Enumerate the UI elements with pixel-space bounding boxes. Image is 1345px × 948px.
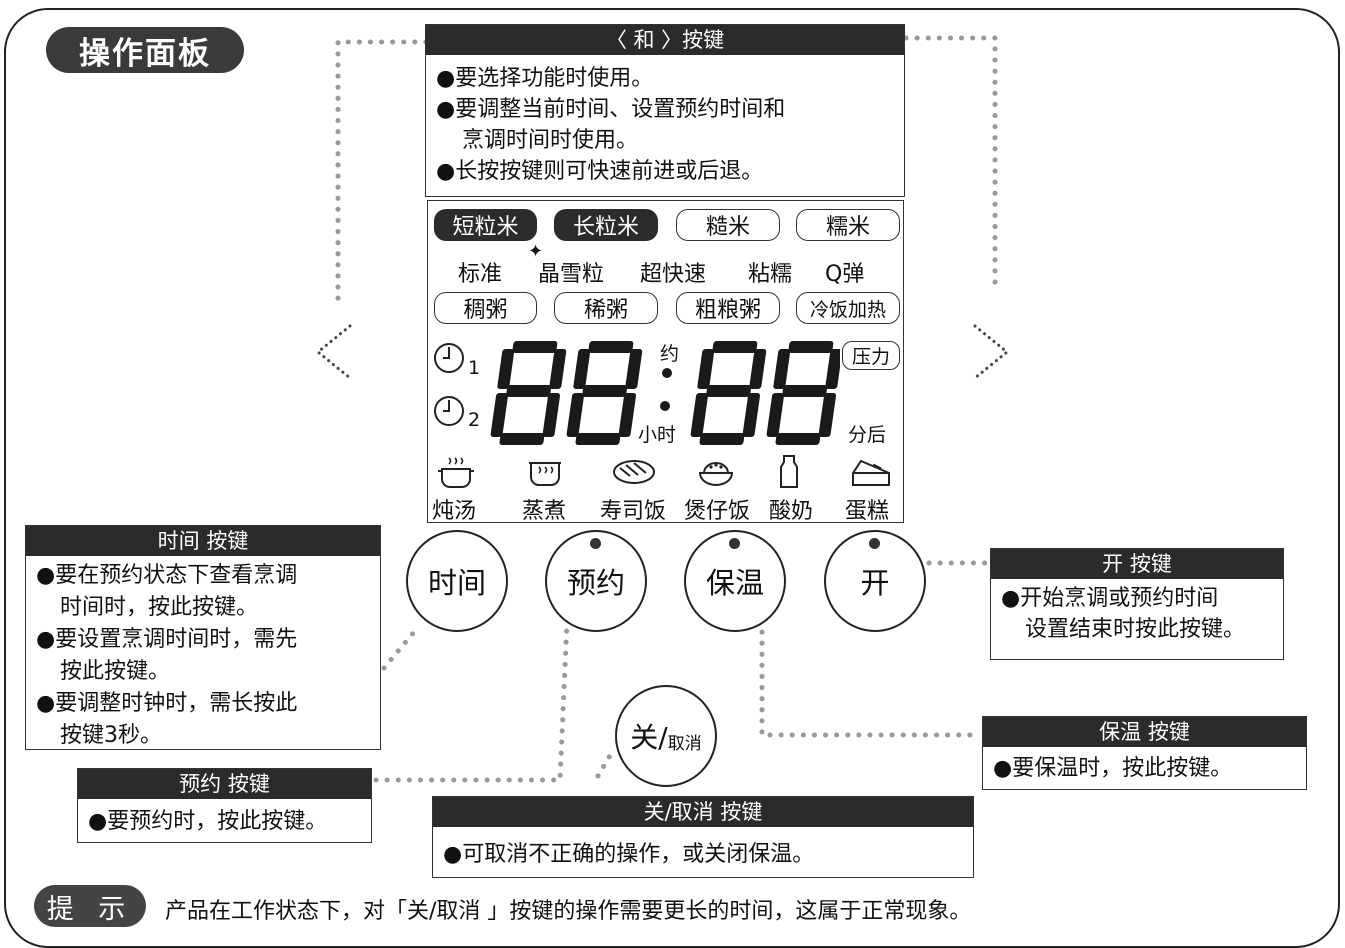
porridge-thin: 稀粥 <box>554 292 658 324</box>
cancel-label: 取消 <box>667 733 702 754</box>
time-key-line: ●要设置烹调时间时，需先 <box>36 627 298 652</box>
warm-key-box: 保温 按键 ●要保温时，按此按键。 <box>982 716 1307 790</box>
timer-1-icon <box>434 343 464 373</box>
keep-warm-button[interactable]: 保温 <box>684 530 786 632</box>
rice-type-brown: 糙米 <box>676 209 780 241</box>
arrow-keys-line: 烹调时间时使用。 <box>462 128 639 153</box>
hint-text: 产品在工作状态下，对「关/取消 」按键的操作需要更长的时间，这属于正常现象。 <box>165 899 972 924</box>
warm-key-header: 保温 按键 <box>983 717 1306 747</box>
hint-badge: 提 示 <box>34 885 146 927</box>
pressure-indicator: 压力 <box>842 341 900 370</box>
sushi-icon <box>613 460 655 484</box>
lcd-display: 短粒米 长粒米 糙米 糯米 标准 ✦ 晶雪粒 超快速 粘糯 Q弹 稠粥 稀粥 粗… <box>427 200 904 524</box>
arrow-keys-line: ●要选择功能时使用。 <box>436 66 654 91</box>
start-key-box: 开 按键 ●开始烹调或预约时间 设置结束时按此按键。 <box>990 548 1284 660</box>
menu-chewy: Q弹 <box>825 262 865 287</box>
off-cancel-button[interactable]: 关/取消 <box>615 685 717 787</box>
timer-2-icon <box>434 396 464 426</box>
digit-4 <box>766 341 840 445</box>
menu-standard: 标准 <box>458 262 503 287</box>
minutes-after-label: 分后 <box>848 424 887 446</box>
arrow-keys-line: ●要调整当前时间、设置预约时间和 <box>436 97 786 122</box>
warm-key-line: ●要保温时，按此按键。 <box>993 756 1233 781</box>
mode-cake: 蛋糕 <box>845 499 890 524</box>
time-button[interactable]: 时间 <box>406 530 508 632</box>
left-arrow-icon <box>315 324 352 380</box>
steam-pot-icon <box>529 462 561 486</box>
timer-1-label: 1 <box>468 357 481 379</box>
cancel-key-line: ●可取消不正确的操作，或关闭保温。 <box>443 842 815 867</box>
keep-warm-led <box>729 538 740 549</box>
right-arrow-icon <box>973 324 1010 380</box>
cancel-key-box: 关/取消 按键 ●可取消不正确的操作，或关闭保温。 <box>432 796 974 878</box>
time-key-line: 时间时，按此按键。 <box>60 595 259 620</box>
time-key-box: 时间 按键 ●要在预约状态下查看烹调 时间时，按此按键。 ●要设置烹调时间时，需… <box>25 525 381 750</box>
cake-icon <box>852 459 890 486</box>
mode-sushi: 寿司饭 <box>600 499 667 524</box>
cancel-key-header: 关/取消 按键 <box>433 797 973 827</box>
menu-sticky: 粘糯 <box>748 262 793 287</box>
arrow-keys-line: ●长按按键则可快速前进或后退。 <box>436 159 764 184</box>
reserve-key-header: 预约 按键 <box>78 769 371 799</box>
time-key-line: 按此按键。 <box>60 659 171 684</box>
digit-2 <box>566 341 643 445</box>
page-title: 操作面板 <box>46 27 244 73</box>
reserve-led <box>590 538 601 549</box>
arrow-keys-header: 〈 和 〉按键 <box>426 25 904 55</box>
reserve-key-box: 预约 按键 ●要预约时，按此按键。 <box>77 768 372 843</box>
sparkle-icon: ✦ <box>528 241 544 262</box>
mode-steam: 蒸煮 <box>522 499 567 524</box>
colon-dot-bottom <box>660 401 670 411</box>
timer-2-label: 2 <box>468 409 481 431</box>
porridge-thick: 稠粥 <box>434 292 537 324</box>
digit-1 <box>490 341 567 445</box>
start-key-line: 设置结束时按此按键。 <box>1025 617 1246 642</box>
yogurt-bottle-icon <box>780 455 798 488</box>
rice-type-short: 短粒米 <box>434 209 537 241</box>
start-led <box>869 538 880 549</box>
arrow-keys-box: 〈 和 〉按键 ●要选择功能时使用。 ●要调整当前时间、设置预约时间和 烹调时间… <box>425 24 905 197</box>
time-key-header: 时间 按键 <box>26 526 380 556</box>
start-key-line: ●开始烹调或预约时间 <box>1001 586 1219 611</box>
start-key-header: 开 按键 <box>991 549 1283 579</box>
seven-segment-digits <box>490 341 840 445</box>
time-key-line: ●要在预约状态下查看烹调 <box>36 563 298 588</box>
hours-label: 小时 <box>638 424 677 446</box>
claypot-rice-icon <box>698 462 734 486</box>
time-key-line: ●要调整时钟时，需长按此 <box>36 691 298 716</box>
mode-claypot: 煲仔饭 <box>684 499 751 524</box>
menu-quick: 超快速 <box>640 262 707 287</box>
colon-dot-top <box>662 368 672 378</box>
off-label: 关/ <box>630 721 668 754</box>
porridge-grain: 粗粮粥 <box>676 292 780 324</box>
reheat: 冷饭加热 <box>796 292 900 324</box>
approx-label: 约 <box>660 343 680 365</box>
rice-type-glutinous: 糯米 <box>796 209 900 241</box>
reserve-key-line: ●要预约时，按此按键。 <box>88 809 328 834</box>
soup-pot-icon <box>438 457 474 488</box>
mode-yogurt: 酸奶 <box>769 499 814 524</box>
menu-crystal: 晶雪粒 <box>538 262 605 287</box>
rice-type-long: 长粒米 <box>554 209 658 241</box>
digit-3 <box>690 341 767 445</box>
mode-soup: 炖汤 <box>432 499 477 524</box>
time-key-line: 按键3秒。 <box>60 723 162 748</box>
